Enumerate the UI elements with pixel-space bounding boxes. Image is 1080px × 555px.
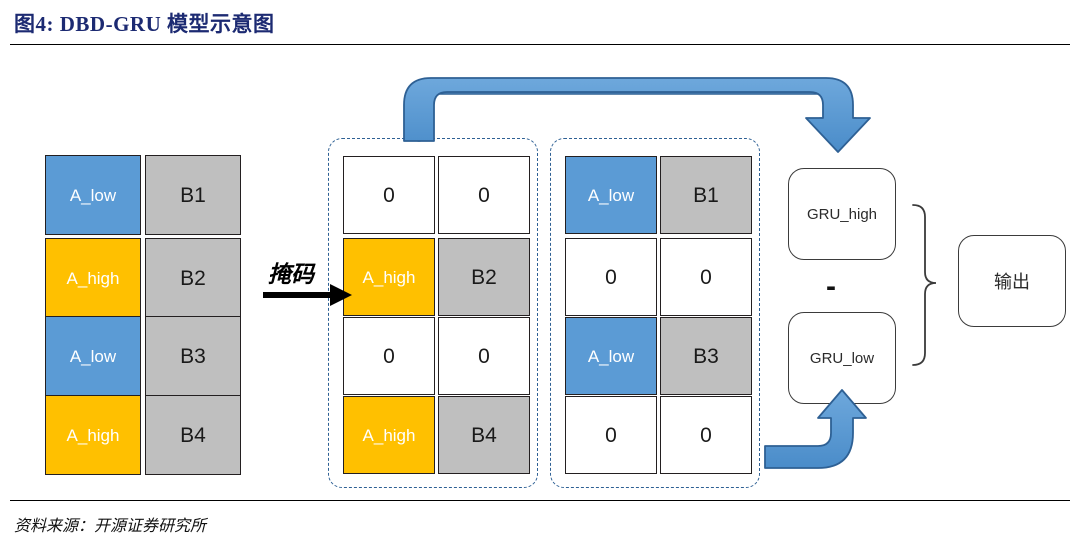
footer-divider xyxy=(10,500,1070,501)
node-output: 输出 xyxy=(958,235,1066,327)
source-note: 资料来源：开源证券研究所 xyxy=(14,518,207,535)
cell-input-r2-right: B2 xyxy=(145,238,241,318)
cell-input-r4-left: A_high xyxy=(45,395,141,475)
cell-low-r3-left: A_low xyxy=(565,317,657,395)
cell-high-r1-left: 0 xyxy=(343,156,435,234)
cell-high-r1-right: 0 xyxy=(438,156,530,234)
cell-input-r3-right: B3 xyxy=(145,316,241,396)
cell-low-r4-right: 0 xyxy=(660,396,752,474)
minus-operator: - xyxy=(826,270,836,303)
cell-input-r3-left: A_low xyxy=(45,316,141,396)
cell-input-r1-left: A_low xyxy=(45,155,141,235)
cell-input-r1-right: B1 xyxy=(145,155,241,235)
cell-low-r4-left: 0 xyxy=(565,396,657,474)
node-gru-low: GRU_low xyxy=(788,312,896,404)
page-title: 图4: DBD-GRU 模型示意图 xyxy=(14,12,275,36)
cell-high-r3-left: 0 xyxy=(343,317,435,395)
brace-icon xyxy=(912,204,937,366)
cell-low-r1-right: B1 xyxy=(660,156,752,234)
mask-label: 掩码 xyxy=(268,262,314,287)
header-divider xyxy=(10,44,1070,45)
cell-low-r2-left: 0 xyxy=(565,238,657,316)
cell-low-r3-right: B3 xyxy=(660,317,752,395)
cell-input-r2-left: A_high xyxy=(45,238,141,318)
node-gru-high: GRU_high xyxy=(788,168,896,260)
cell-low-r1-left: A_low xyxy=(565,156,657,234)
cell-high-r4-right: B4 xyxy=(438,396,530,474)
cell-high-r3-right: 0 xyxy=(438,317,530,395)
cell-high-r2-right: B2 xyxy=(438,238,530,316)
cell-low-r2-right: 0 xyxy=(660,238,752,316)
cell-high-r2-left: A_high xyxy=(343,238,435,316)
cell-high-r4-left: A_high xyxy=(343,396,435,474)
cell-input-r4-right: B4 xyxy=(145,395,241,475)
